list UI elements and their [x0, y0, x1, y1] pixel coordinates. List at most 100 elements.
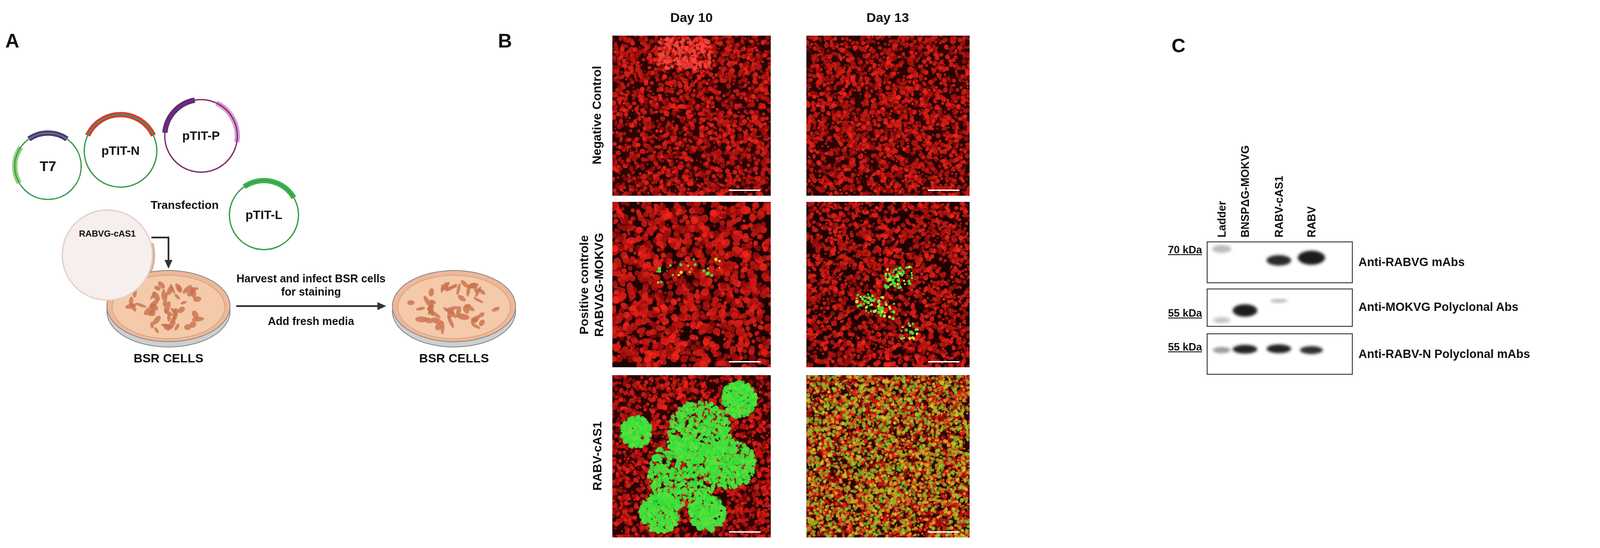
cell-shape: [440, 283, 445, 293]
node-label: RABVG-cAS1: [79, 228, 136, 239]
dish-medium: [397, 275, 511, 339]
connector-arrow: [151, 237, 173, 269]
blot-frame: [1207, 289, 1353, 327]
dish-rim: [392, 270, 516, 342]
blot-band: [1299, 346, 1323, 355]
cell-shape: [124, 302, 137, 310]
node-label: pTIT-L: [245, 207, 283, 223]
plasmid-arc: [244, 180, 294, 198]
cell-shape: [468, 281, 478, 290]
arrow-head: [164, 259, 173, 269]
fluorescence-micrograph: [806, 35, 970, 196]
fluorescence-micrograph: [806, 201, 970, 368]
cell-shape: [415, 306, 426, 312]
cell-shape: [142, 304, 157, 317]
cell-shape: [165, 318, 178, 332]
antibody-label: Anti-RABV-N Polyclonal mAbs: [1358, 347, 1531, 362]
cell-shape: [440, 321, 445, 335]
row-label: RABV-cAS1: [589, 421, 605, 491]
node-label: pTIT-P: [182, 128, 220, 144]
blot-band: [1211, 245, 1232, 253]
blot-frame: [1207, 333, 1353, 375]
size-marker: 70 kDa: [1167, 243, 1202, 257]
plasmid-arc: [29, 133, 68, 140]
panel-letter: C: [1171, 34, 1186, 58]
row-label: Negative Control: [589, 65, 605, 165]
blot-band: [1232, 304, 1258, 317]
blot-band: [1270, 299, 1288, 303]
blot-band: [1232, 344, 1258, 354]
cell-shape: [477, 311, 486, 319]
cell-shape: [456, 293, 467, 304]
plasmid-arc: [14, 147, 21, 184]
node-label: BSR CELLS: [419, 351, 490, 367]
fluorescence-micrograph: [806, 375, 970, 538]
panel-letter: B: [497, 29, 513, 53]
antibody-label: Anti-RABVG mAbs: [1358, 255, 1465, 270]
cell-shape: [167, 314, 172, 323]
culture-dish-drawing: [392, 270, 516, 348]
antibody-label: Anti-MOKVG Polyclonal Abs: [1358, 300, 1519, 315]
cell-shape: [465, 304, 476, 313]
cell-shape: [173, 292, 182, 301]
fluorescence-micrograph: [612, 201, 771, 368]
culture-dish: BSR CELLS: [106, 270, 231, 367]
cell-shape: [445, 305, 459, 312]
step-label: Transfection: [150, 198, 220, 213]
cell-shape: [149, 291, 158, 301]
blot-band: [1266, 255, 1292, 266]
size-marker: 55 kDa: [1167, 307, 1202, 320]
plasmid-circle: RABVG-cAS1: [61, 209, 154, 301]
lane-label: BNSPΔG-MOKVG: [1238, 145, 1252, 238]
cell-shape: [490, 306, 501, 313]
cell-shape: [192, 296, 202, 303]
blot-band: [1266, 344, 1292, 354]
blot-frame: [1207, 241, 1353, 283]
lane-label: RABV: [1304, 206, 1319, 238]
connector-line: [236, 305, 379, 308]
cell-shape: [151, 314, 162, 326]
cell-shape: [190, 309, 200, 320]
node-label: pTIT-N: [101, 143, 140, 159]
fluorescence-micrograph: [612, 35, 771, 196]
culture-dish: BSR CELLS: [392, 270, 516, 367]
cell-shape: [183, 324, 192, 331]
dish-wall: [392, 275, 516, 348]
node-label: BSR CELLS: [133, 351, 204, 367]
cell-shape: [176, 305, 187, 315]
cell-shape: [179, 300, 187, 306]
plasmid-circle: pTIT-L: [228, 179, 300, 251]
cell-shape: [446, 282, 458, 293]
cell-shape: [156, 280, 167, 291]
plasmid-arc: [87, 114, 154, 136]
connector-arrow: [236, 302, 387, 311]
cell-shape: [470, 317, 479, 323]
cell-shape: [190, 286, 200, 292]
cell-shape: [428, 287, 435, 297]
cell-shape: [473, 285, 482, 299]
column-header: Day 13: [866, 9, 910, 26]
cell-shape: [174, 282, 183, 294]
plasmid-circle: pTIT-N: [83, 113, 158, 188]
blot-band: [1297, 250, 1326, 265]
node-label: T7: [39, 157, 56, 175]
cell-shape: [153, 326, 160, 334]
blot-band: [1212, 317, 1231, 324]
lane-label: Ladder: [1215, 201, 1229, 238]
row-label: Positive controle RABVΔG-MOKVG: [576, 205, 607, 364]
fluorescence-micrograph: [612, 375, 771, 538]
connector-line: [151, 237, 169, 261]
panel-letter: A: [5, 29, 20, 53]
lane-label: RABV-cAS1: [1272, 175, 1286, 238]
cell-shape: [169, 307, 180, 317]
plasmid-circle: T7: [14, 132, 82, 201]
arrow-head: [377, 302, 387, 311]
cell-shape: [150, 309, 157, 317]
column-header: Day 10: [670, 9, 714, 26]
step-label: Harvest and infect BSR cells for stainin…: [236, 271, 386, 299]
cell-shape: [472, 296, 485, 304]
cell-shape: [477, 318, 487, 328]
blot-band: [1212, 347, 1231, 354]
plasmid-circle: pTIT-P: [164, 98, 238, 173]
cell-shape: [428, 299, 436, 309]
